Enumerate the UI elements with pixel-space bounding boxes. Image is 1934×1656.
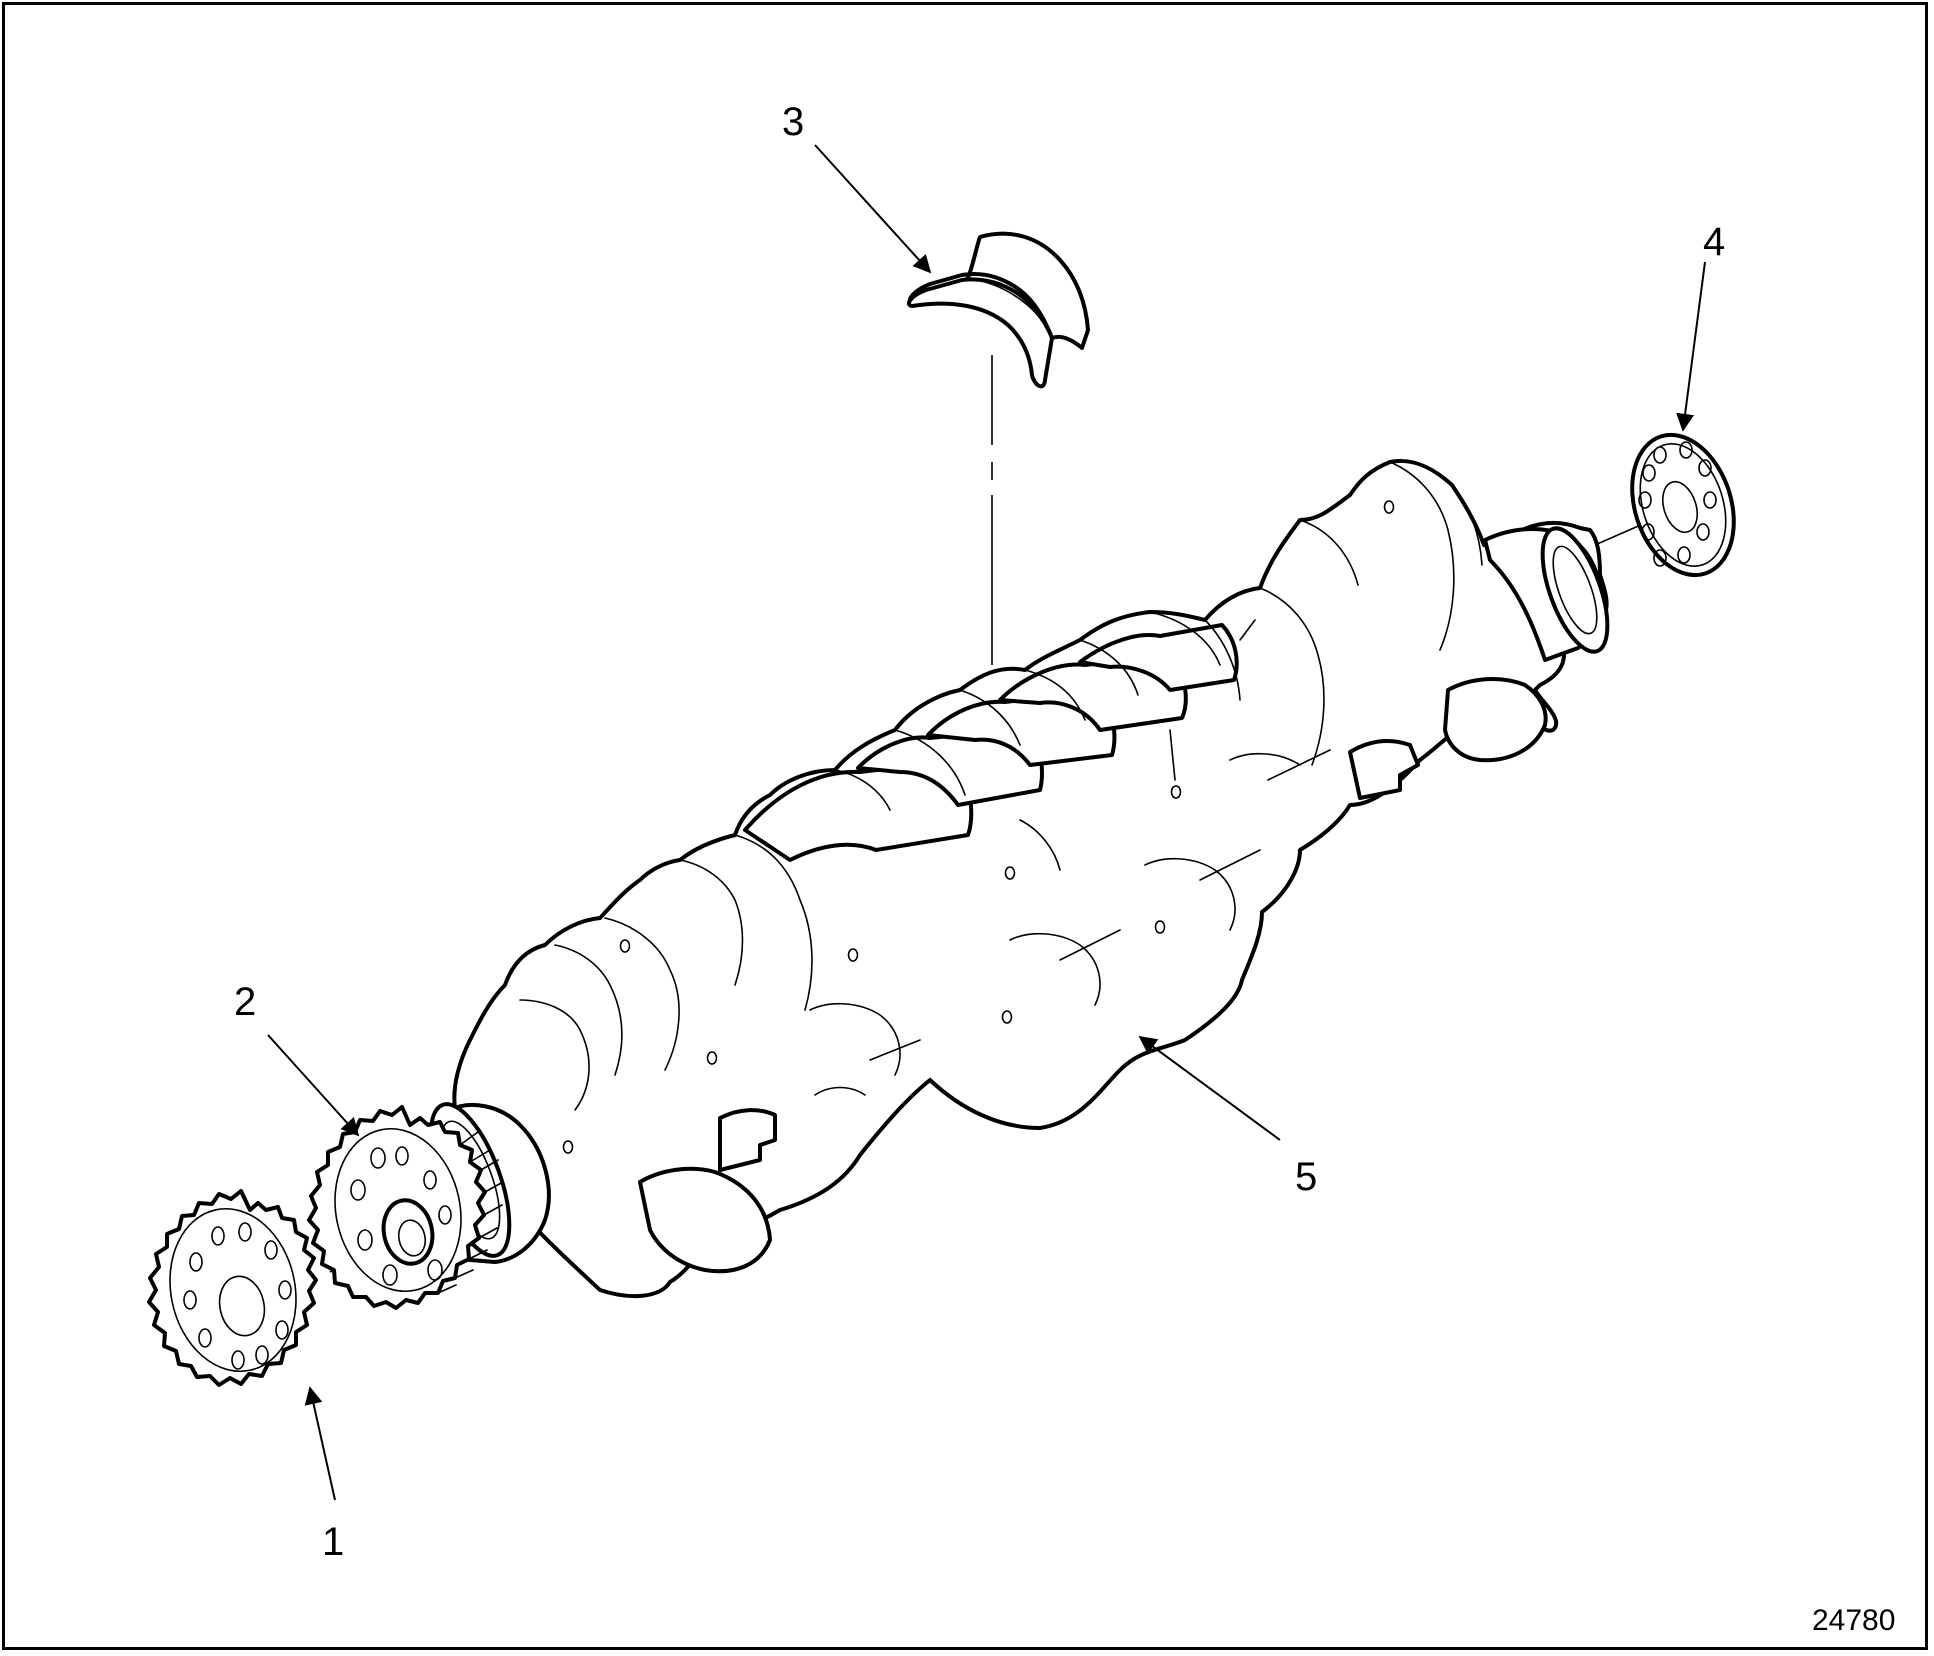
washer-bolt-holes xyxy=(1638,441,1717,567)
main-bearing-shell xyxy=(906,231,1090,389)
callout-2: 2 xyxy=(234,980,256,1024)
callout-4: 4 xyxy=(1703,220,1725,264)
callout-5: 5 xyxy=(1295,1155,1317,1199)
crankshaft-timing-gear xyxy=(307,1105,504,1310)
callout-labels: 1 2 3 4 5 xyxy=(234,100,1725,1564)
thrust-washer xyxy=(1630,432,1736,578)
crankshaft-oil-holes xyxy=(562,500,1395,1154)
leader-lines xyxy=(267,144,1706,1501)
figure-number: 24780 xyxy=(1812,1604,1895,1637)
callout-1: 1 xyxy=(322,1520,344,1564)
oil-pump-drive-gear xyxy=(147,1189,318,1387)
gear-holes xyxy=(350,1146,452,1286)
callout-3: 3 xyxy=(782,100,804,144)
crankshaft xyxy=(428,458,1610,1299)
gear-holes xyxy=(183,1222,292,1370)
